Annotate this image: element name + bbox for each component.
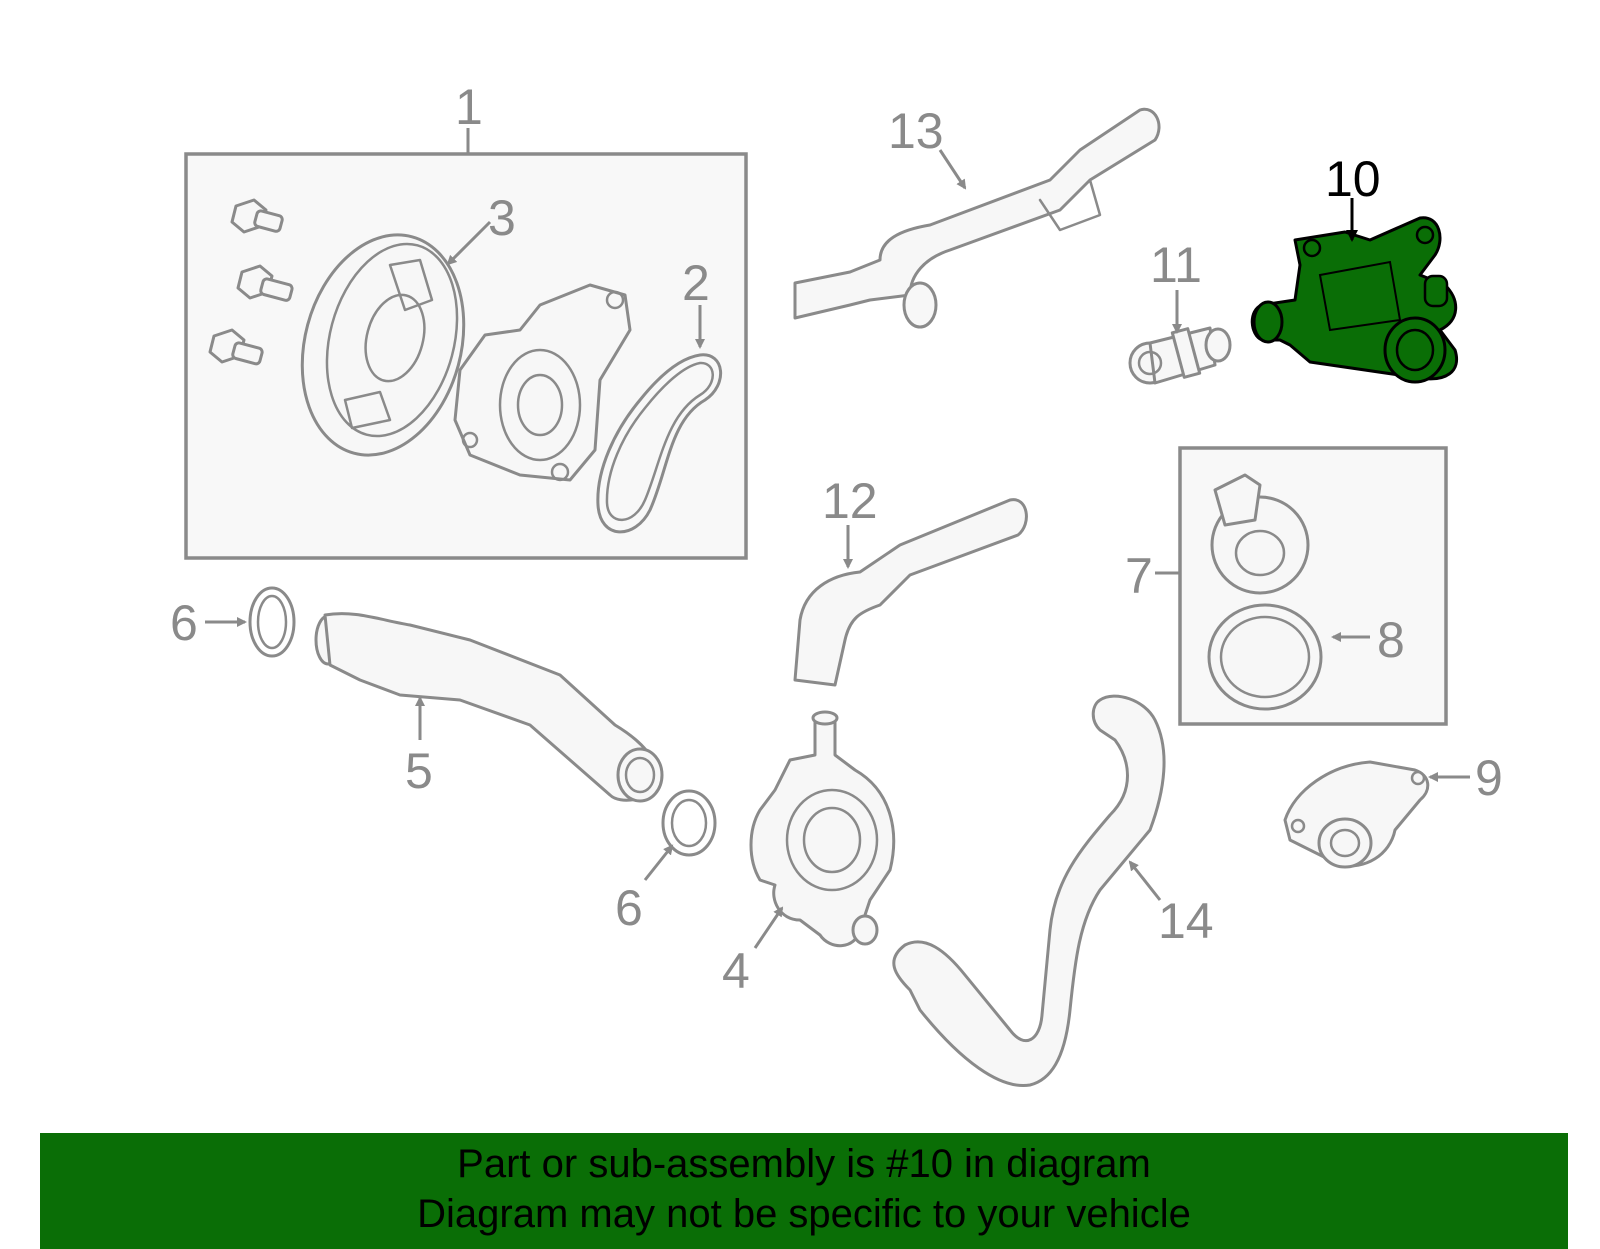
bolt-part[interactable] (208, 328, 264, 366)
water-outlet-housing-part-highlighted[interactable] (1250, 216, 1458, 384)
callout-14: 14 (1158, 893, 1214, 949)
water-pump-assembly-frame (184, 128, 748, 560)
callout-9: 9 (1475, 750, 1503, 806)
callout-1: 1 (455, 79, 483, 135)
bypass-pipe-part[interactable] (314, 612, 664, 803)
water-fitting-part[interactable] (1128, 326, 1232, 385)
callout-5: 5 (405, 743, 433, 799)
thermostat-seal-part[interactable] (1207, 603, 1323, 711)
radiator-hose-upper-part[interactable] (793, 498, 1028, 687)
banner-line-disclaimer: Diagram may not be specific to your vehi… (417, 1192, 1191, 1236)
thermostat-part[interactable] (1210, 473, 1310, 595)
radiator-hose-lower-part[interactable] (892, 694, 1166, 1088)
callout-7: 7 (1125, 548, 1153, 604)
gasket-part[interactable] (596, 353, 722, 534)
water-outlet-part[interactable] (1283, 760, 1430, 869)
water-pipe-part[interactable] (793, 107, 1161, 329)
callout-13: 13 (888, 103, 944, 159)
pulley-part[interactable] (279, 217, 488, 474)
o-ring-part[interactable] (661, 789, 717, 857)
callout-6b: 6 (615, 880, 643, 936)
callout-2: 2 (682, 255, 710, 311)
water-pump-part[interactable] (453, 283, 632, 482)
info-banner: Part or sub-assembly is #10 in diagram D… (40, 1133, 1568, 1249)
callout-6a: 6 (170, 595, 198, 651)
callout-10: 10 (1325, 151, 1381, 207)
callout-3: 3 (488, 190, 516, 246)
callout-11: 11 (1150, 237, 1202, 293)
callout-12: 12 (822, 473, 878, 529)
o-ring-part[interactable] (248, 586, 296, 658)
thermostat-housing-part[interactable] (749, 710, 896, 948)
callout-8: 8 (1377, 612, 1405, 668)
callout-4: 4 (722, 943, 750, 999)
bolt-part[interactable] (230, 198, 284, 234)
banner-line-part-number: Part or sub-assembly is #10 in diagram (457, 1142, 1151, 1186)
bolt-part[interactable] (236, 264, 294, 302)
